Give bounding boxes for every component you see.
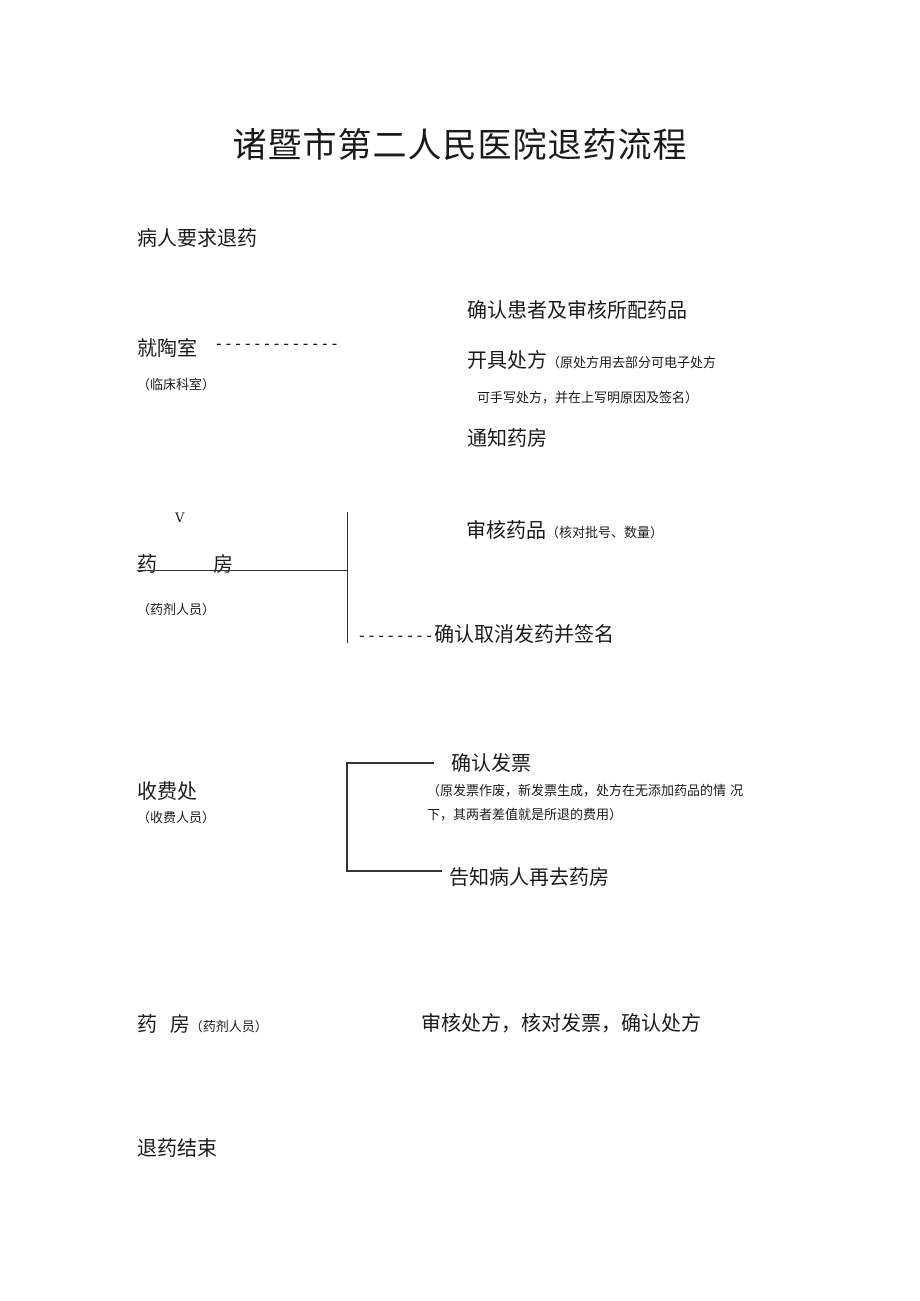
clinic-role: （临床科室） <box>137 378 216 393</box>
review-note: （核对批号、数量） <box>546 526 664 541</box>
clinic-step-notify: 通知药房 <box>467 426 547 450</box>
pharmacy-name-b: 房 <box>213 552 233 576</box>
cashier-bracket-top <box>346 762 434 764</box>
cancel-label: 确认取消发药并签名 <box>434 622 615 646</box>
prescribe-note-1: （原处方用去部分可电子处方 <box>547 356 717 371</box>
cashier-bracket-vertical <box>346 762 348 872</box>
cashier-name: 收费处 <box>137 779 197 803</box>
prescribe-note-2: 可手写处方，并在上写明原因及签名） <box>477 391 699 406</box>
prescribe-label: 开具处方 <box>467 348 547 372</box>
cancel-connector: -------- <box>357 626 435 645</box>
pharmacy2-role: （药剂人员） <box>189 1020 268 1035</box>
pharmacy-name-a: 药 <box>137 552 157 576</box>
pharmacy2-action: 审核处方，核对发票，确认处方 <box>421 1011 701 1035</box>
cashier-tell-step: 告知病人再去药房 <box>449 865 609 889</box>
pharmacy2-label: 药 房（药剂人员） <box>137 1008 268 1037</box>
clinic-connector: ------------- <box>214 334 340 353</box>
pharmacy-cancel-step: --------确认取消发药并签名 <box>357 618 614 647</box>
invoice-note-1: （原发票作废，新发票生成，处方在无添加药品的情 况 <box>427 784 744 799</box>
clinic-step-prescribe: 开具处方（原处方用去部分可电子处方 <box>467 344 716 373</box>
invoice-note-2: 下，其两者差值就是所退的费用） <box>427 808 623 823</box>
page-title: 诸暨市第二人民医院退药流程 <box>232 126 688 166</box>
clinic-name: 就陶室 <box>137 336 197 360</box>
clinic-step-confirm: 确认患者及审核所配药品 <box>467 298 687 322</box>
cashier-role: （收费人员） <box>137 811 216 826</box>
end-step: 退药结束 <box>137 1136 217 1160</box>
cashier-invoice-step: 确认发票 <box>451 751 531 775</box>
down-arrow-mark: V <box>175 511 185 526</box>
pharmacy-role: （药剂人员） <box>137 603 216 618</box>
pharmacy-review-step: 审核药品（核对批号、数量） <box>466 514 663 543</box>
cashier-bracket-bottom <box>346 870 442 872</box>
pharmacy-vertical-connector <box>347 512 348 643</box>
start-step: 病人要求退药 <box>137 226 257 250</box>
pharmacy2-name: 药 房 <box>137 1012 190 1036</box>
pharmacy-underline <box>137 570 348 571</box>
review-label: 审核药品 <box>466 518 546 542</box>
